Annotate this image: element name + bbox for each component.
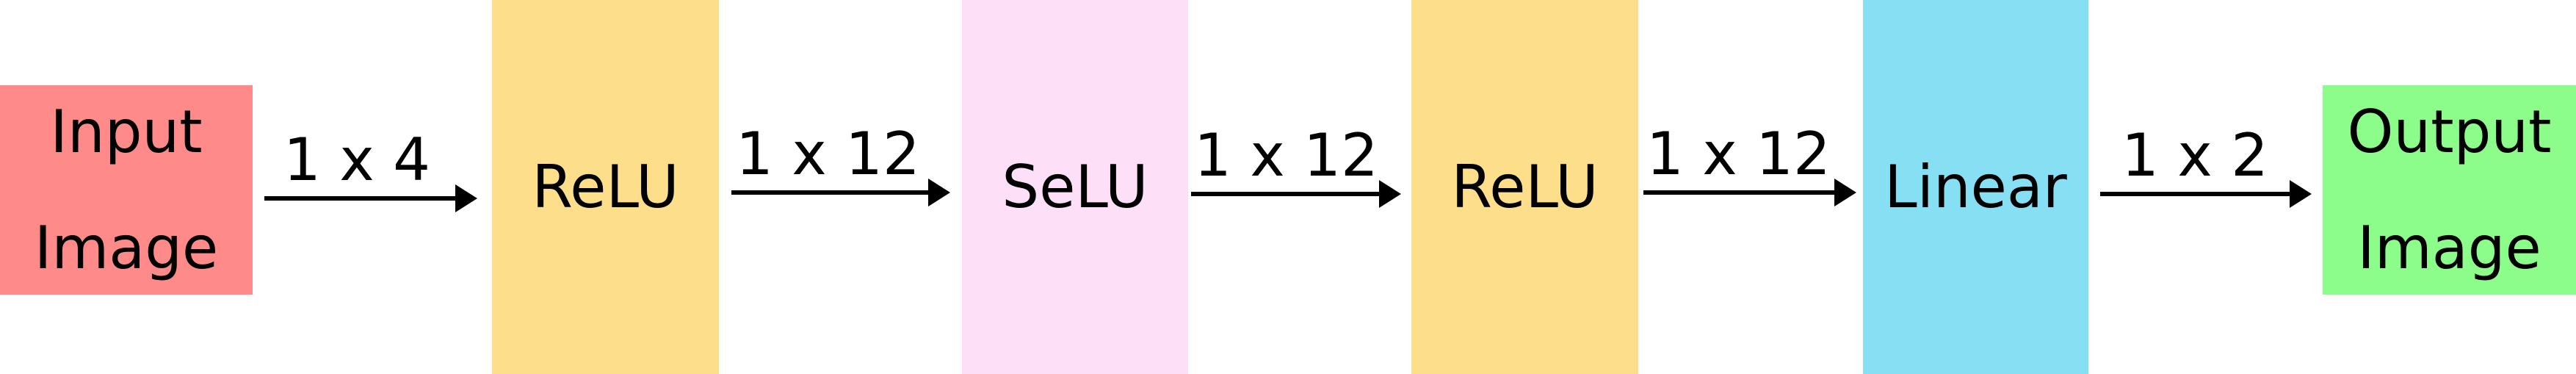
linear-block-label: Linear (1884, 152, 2067, 221)
connection-label-2: 1 x 12 (736, 120, 920, 188)
output-image-block: Output Image (2323, 85, 2576, 295)
connection-arrow-3 (1191, 173, 1401, 217)
arrow-head-icon (1834, 179, 1856, 206)
selu-block: SeLU (962, 0, 1188, 374)
connection-arrow-1 (264, 177, 477, 221)
arrow-head-icon (455, 184, 477, 212)
arrow-head-icon (1379, 180, 1401, 208)
connection-label-3: 1 x 12 (1194, 121, 1378, 190)
input-image-block: Input Image (0, 85, 253, 295)
output-block-label-line1: Output (2347, 97, 2552, 166)
arrow-shaft (731, 190, 930, 195)
arrow-shaft (1643, 190, 1836, 195)
input-block-label-line2: Image (34, 213, 219, 282)
relu-block-1-label: ReLU (532, 152, 679, 221)
relu-block-2: ReLU (1411, 0, 1638, 374)
relu-block-1: ReLU (492, 0, 719, 374)
connection-label-1: 1 x 4 (283, 126, 430, 194)
connection-arrow-5 (2100, 173, 2312, 217)
connection-arrow-2 (731, 171, 950, 215)
linear-block: Linear (1863, 0, 2088, 374)
arrow-shaft (264, 196, 457, 201)
arrow-head-icon (928, 179, 950, 206)
relu-block-2-label: ReLU (1451, 152, 1599, 221)
output-block-label-line2: Image (2357, 213, 2541, 282)
selu-block-label: SeLU (1002, 152, 1148, 221)
connection-label-5: 1 x 2 (2121, 121, 2268, 190)
arrow-shaft (1191, 192, 1381, 196)
input-block-label-line1: Input (50, 97, 203, 166)
arrow-shaft (2100, 192, 2291, 196)
arrow-head-icon (2290, 180, 2312, 208)
connection-arrow-4 (1643, 171, 1856, 215)
connection-label-4: 1 x 12 (1646, 120, 1831, 188)
